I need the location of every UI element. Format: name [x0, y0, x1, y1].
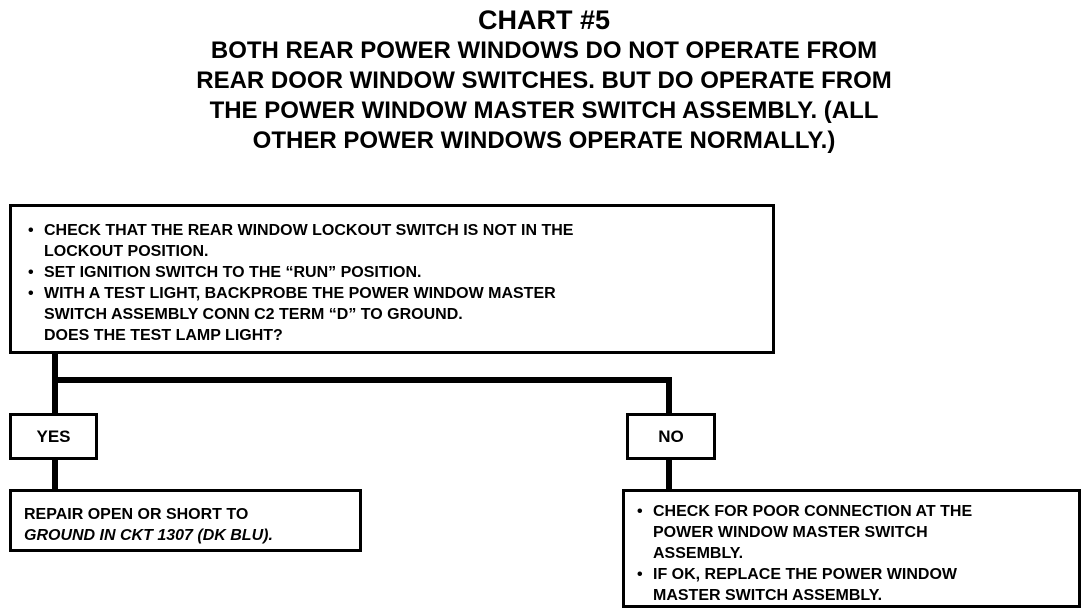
test-question: DOES THE TEST LAMP LIGHT?: [44, 327, 283, 344]
main-bullet-2-line-1: SET IGNITION SWITCH TO THE “RUN” POSITIO…: [44, 264, 422, 281]
no-result-bullet-1-line-1: CHECK FOR POOR CONNECTION AT THE: [653, 503, 973, 520]
yes-branch-box: YES: [9, 413, 98, 460]
main-bullet-2: SET IGNITION SWITCH TO THE “RUN” POSITIO…: [26, 262, 760, 283]
no-result-bullet-1-line-2: POWER WINDOW MASTER SWITCH: [653, 524, 928, 541]
yes-result-box: REPAIR OPEN OR SHORT TO GROUND IN CKT 13…: [9, 489, 362, 552]
no-label: NO: [658, 427, 684, 446]
check-procedure-box: CHECK THAT THE REAR WINDOW LOCKOUT SWITC…: [9, 204, 775, 354]
yes-label: YES: [36, 427, 71, 446]
main-bullet-1-line-1: CHECK THAT THE REAR WINDOW LOCKOUT SWITC…: [44, 222, 574, 239]
connector-no-down: [666, 380, 672, 414]
connector-horizontal: [52, 377, 672, 383]
connector-yes-result: [52, 459, 58, 490]
chart-header: CHART #5 BOTH REAR POWER WINDOWS DO NOT …: [0, 4, 1088, 156]
main-bullet-3-line-2: SWITCH ASSEMBLY CONN C2 TERM “D” TO GROU…: [44, 306, 463, 323]
connector-yes-down: [52, 380, 58, 414]
no-result-bullet-1: CHECK FOR POOR CONNECTION AT THE POWER W…: [635, 501, 1068, 564]
no-result-bullet-2-line-2: MASTER SWITCH ASSEMBLY.: [653, 587, 883, 604]
no-branch-box: NO: [626, 413, 716, 460]
no-result-bullet-1-line-3: ASSEMBLY.: [653, 545, 744, 562]
subtitle-line-1: BOTH REAR POWER WINDOWS DO NOT OPERATE F…: [210, 37, 878, 64]
yes-result-line-2: GROUND IN CKT 1307 (DK BLU).: [24, 527, 273, 544]
no-result-bullet-2: IF OK, REPLACE THE POWER WINDOW MASTER S…: [635, 564, 1068, 606]
connector-main-down: [52, 353, 58, 383]
no-result-box: CHECK FOR POOR CONNECTION AT THE POWER W…: [622, 489, 1081, 608]
chart-title: CHART #5: [477, 5, 611, 35]
subtitle-line-2: REAR DOOR WINDOW SWITCHES. BUT DO OPERAT…: [196, 67, 892, 94]
no-result-bullet-2-line-1: IF OK, REPLACE THE POWER WINDOW: [653, 566, 957, 583]
main-bullet-3: WITH A TEST LIGHT, BACKPROBE THE POWER W…: [26, 283, 760, 325]
main-bullet-1: CHECK THAT THE REAR WINDOW LOCKOUT SWITC…: [26, 220, 760, 262]
subtitle-line-3: THE POWER WINDOW MASTER SWITCH ASSEMBLY.…: [209, 97, 879, 124]
subtitle-line-4: OTHER POWER WINDOWS OPERATE NORMALLY.): [252, 127, 836, 154]
main-bullet-3-line-1: WITH A TEST LIGHT, BACKPROBE THE POWER W…: [44, 285, 556, 302]
connector-no-result: [666, 459, 672, 490]
main-bullet-1-line-2: LOCKOUT POSITION.: [44, 243, 209, 260]
yes-result-line-1: REPAIR OPEN OR SHORT TO: [24, 506, 249, 523]
